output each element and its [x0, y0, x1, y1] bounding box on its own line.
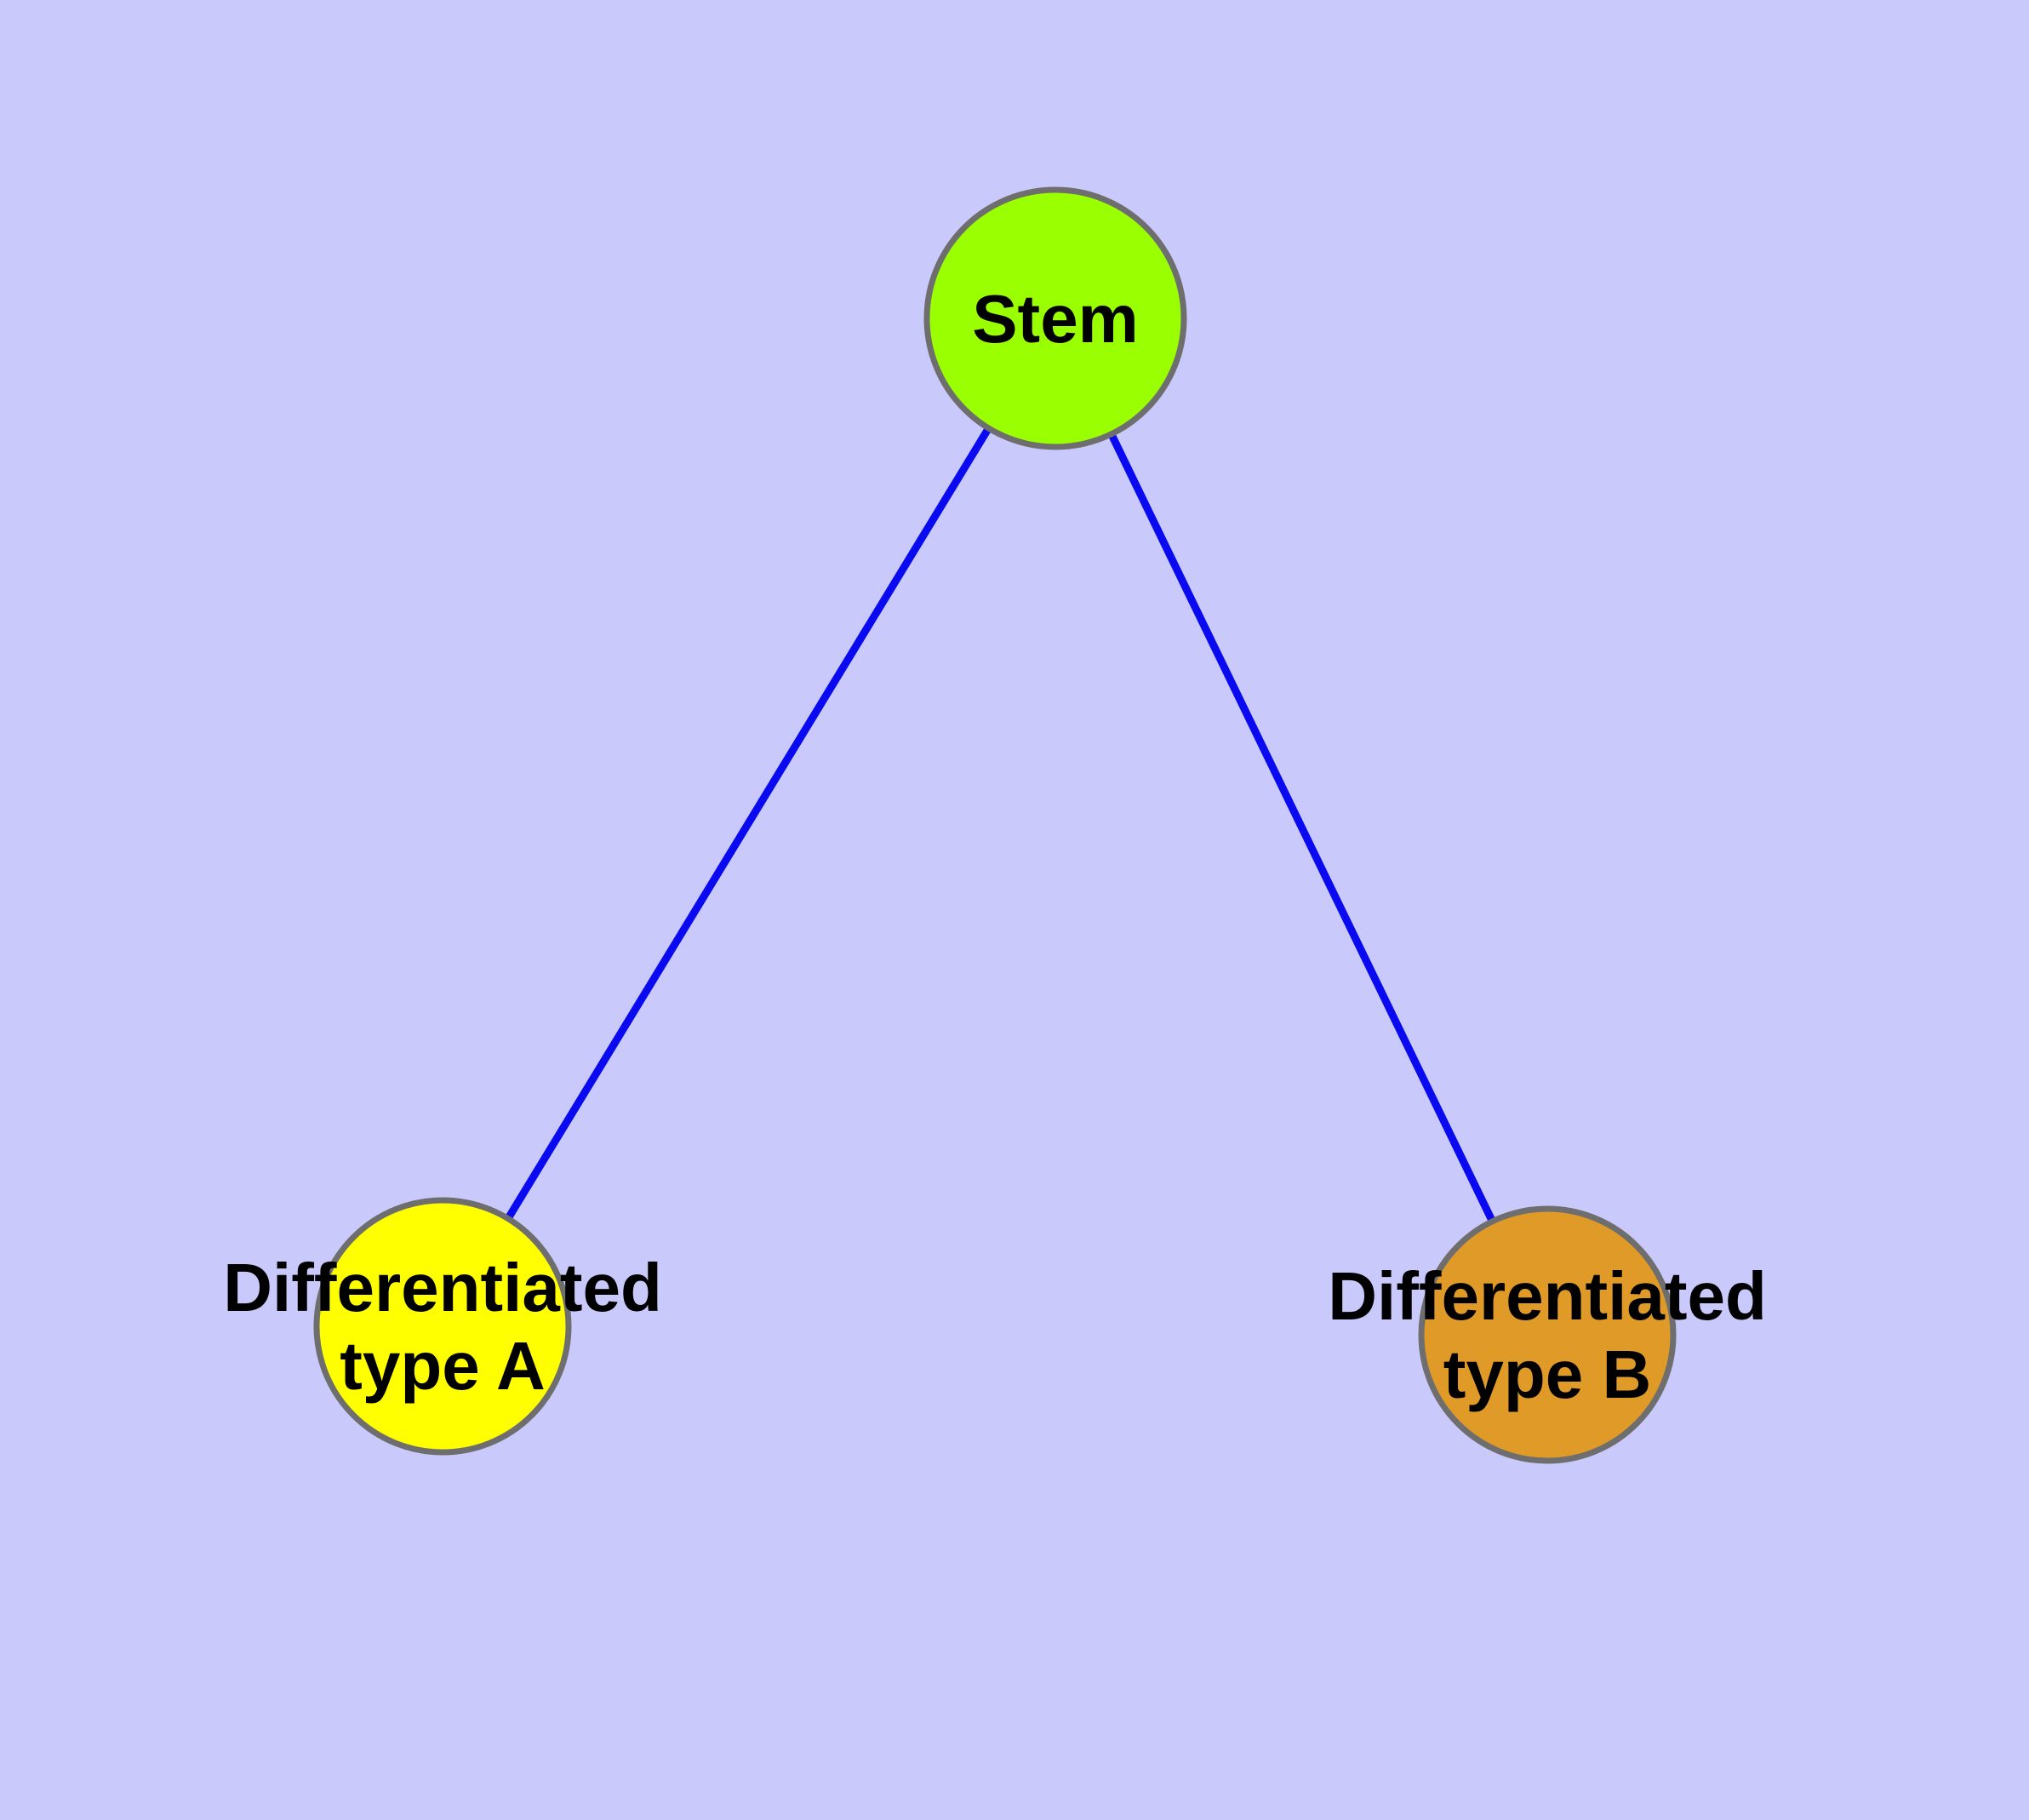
graph-node-label-stem: Stem: [972, 281, 1139, 357]
graph-node-label-line: type B: [1443, 1336, 1652, 1412]
graph-node-label-line: Differentiated: [223, 1250, 662, 1325]
graph-node-diff_a[interactable]: [313, 1197, 572, 1456]
nodes-layer: [313, 186, 1677, 1464]
graph-node-label-line: Differentiated: [1328, 1258, 1767, 1334]
graph-edge[interactable]: [439, 316, 1059, 1329]
graph-node-diff_b[interactable]: [1418, 1205, 1677, 1464]
graph-edge[interactable]: [1051, 317, 1552, 1336]
edges-layer: [439, 316, 1552, 1336]
graph-node-label-line: Stem: [972, 281, 1139, 357]
graph-node-stem[interactable]: [923, 186, 1187, 450]
graph-node-label-line: type A: [340, 1328, 546, 1404]
